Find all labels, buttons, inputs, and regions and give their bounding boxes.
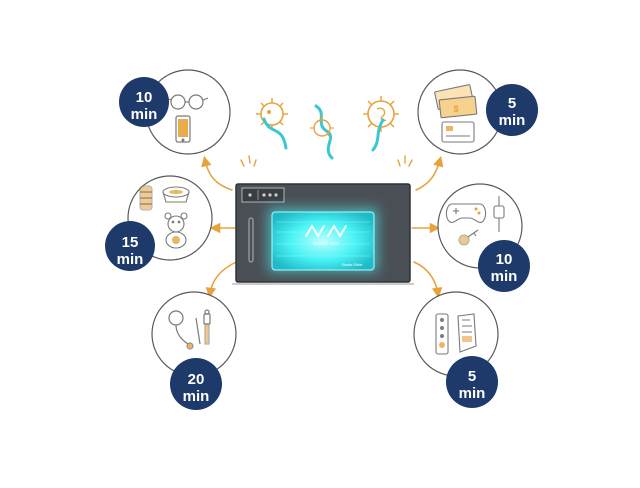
control-button bbox=[262, 193, 266, 197]
category-bottle-bowl-toy: 15 min bbox=[105, 175, 213, 271]
time-badge-number: 5 bbox=[468, 368, 476, 385]
category-controller-watch: 10 min bbox=[437, 183, 530, 292]
uv-sterilizer-device: SHARK UVC Sharks Shine bbox=[232, 183, 414, 285]
arrow-to-tools bbox=[205, 261, 237, 299]
phone-glasses-icon bbox=[165, 94, 209, 143]
stethoscope-tools-icon bbox=[168, 309, 211, 350]
svg-text:$: $ bbox=[453, 104, 458, 114]
time-badge-unit: min bbox=[459, 385, 486, 402]
arrow-to-phone-glasses bbox=[201, 155, 233, 191]
time-badge: 20 min bbox=[170, 358, 222, 410]
germ-icon bbox=[256, 98, 288, 150]
uv-window bbox=[271, 211, 375, 271]
time-badge-number: 10 bbox=[496, 251, 513, 268]
control-button bbox=[274, 193, 278, 197]
connector-arrows bbox=[201, 155, 444, 299]
time-badge: 15 min bbox=[105, 221, 155, 271]
brand-text: SHARK UVC bbox=[313, 241, 340, 246]
germs-group bbox=[240, 96, 413, 167]
time-badge-number: 10 bbox=[136, 89, 153, 106]
category-money-cards: $ 5 min bbox=[417, 69, 538, 155]
time-badge-unit: min bbox=[117, 251, 144, 268]
time-badge: 5 min bbox=[486, 84, 538, 136]
germ-icon bbox=[363, 96, 399, 152]
door-handle bbox=[248, 217, 254, 263]
device-footer-text: Sharks Shine bbox=[342, 263, 363, 267]
arrow-to-remote-mask bbox=[413, 261, 443, 299]
time-badge-number: 20 bbox=[188, 371, 205, 388]
germ-icon bbox=[310, 104, 334, 160]
category-phone-glasses: 10 min bbox=[119, 69, 231, 155]
time-badge-number: 15 bbox=[122, 234, 139, 251]
time-badge: 10 min bbox=[119, 77, 169, 127]
money-cards-icon: $ bbox=[434, 84, 478, 143]
time-badge: 5 min bbox=[446, 356, 498, 408]
controller-watch-keys-icon bbox=[445, 196, 505, 246]
time-badge-unit: min bbox=[131, 106, 158, 123]
category-tools: 20 min bbox=[151, 291, 237, 410]
bottle-bowl-teddy-icon bbox=[139, 185, 190, 249]
time-badge: 10 min bbox=[478, 240, 530, 292]
control-button bbox=[268, 193, 272, 197]
time-badge-unit: min bbox=[491, 268, 518, 285]
category-remote-mask: 5 min bbox=[413, 291, 499, 408]
brand-logo-icon bbox=[305, 224, 347, 238]
time-badge-number: 5 bbox=[508, 95, 516, 112]
time-badge-unit: min bbox=[183, 388, 210, 405]
time-badge-unit: min bbox=[499, 112, 526, 129]
remote-mask-icon bbox=[435, 313, 477, 355]
control-button bbox=[248, 193, 252, 197]
arrow-to-money-cards bbox=[415, 155, 444, 191]
